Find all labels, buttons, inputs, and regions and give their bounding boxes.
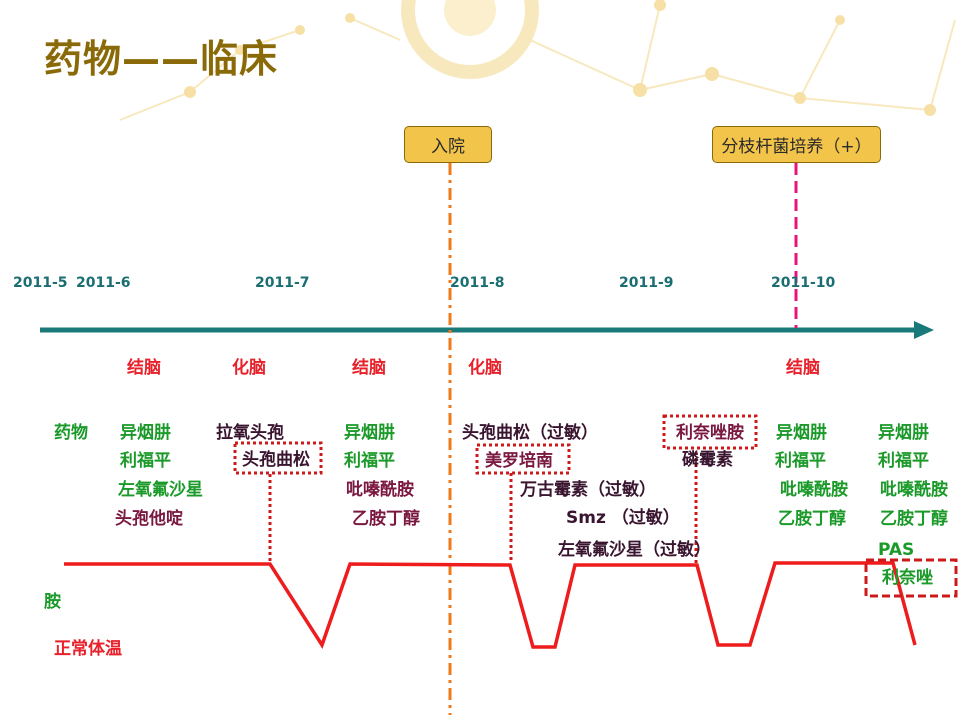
drug-label: 利福平 <box>775 451 826 471</box>
drug-label: 磷霉素 <box>682 450 733 470</box>
drug-label: 头孢他啶 <box>115 509 183 529</box>
phase-label: 结脑 <box>786 358 820 378</box>
drug-label: 利奈唑胺 <box>676 423 744 443</box>
drug-label: 利奈唑 <box>882 568 933 588</box>
drug-label: 头孢曲松 <box>242 450 310 470</box>
phase-label: 结脑 <box>127 358 161 378</box>
drug-label: 异烟肼 <box>120 423 171 443</box>
normal-temp-label: 正常体温 <box>54 639 122 659</box>
drug-label: 万古霉素（过敏） <box>520 480 656 500</box>
phase-label: 化脑 <box>468 358 502 378</box>
admission-badge: 入院 <box>404 126 492 163</box>
drugs-row-label: 药物 <box>54 423 88 443</box>
date-label: 2011-5 <box>13 275 68 291</box>
highlight-box-linezolid-1 <box>662 414 758 450</box>
slide-title: 药物——临床 <box>44 37 279 81</box>
drug-label: 异烟肼 <box>878 423 929 443</box>
phase-label: 结脑 <box>352 358 386 378</box>
drug-label: 吡嗪酰胺 <box>880 480 948 500</box>
drug-label: 美罗培南 <box>485 451 553 471</box>
drug-label: 利福平 <box>878 451 929 471</box>
drug-label: Smz （过敏） <box>566 508 680 528</box>
drug-label: 吡嗪酰胺 <box>780 480 848 500</box>
highlight-box-linezolid-2 <box>864 558 958 598</box>
drug-label: 异烟肼 <box>344 423 395 443</box>
temperature-curve <box>64 561 917 649</box>
amine-row-label: 胺 <box>44 592 61 612</box>
drug-label: 头孢曲松（过敏） <box>462 423 598 443</box>
culture-badge: 分枝杆菌培养（+） <box>712 126 881 163</box>
drug-label: PAS <box>878 540 915 560</box>
drug-label: 乙胺丁醇 <box>352 509 420 529</box>
phase-label: 化脑 <box>232 358 266 378</box>
date-label: 2011-9 <box>619 275 674 291</box>
drug-label: 异烟肼 <box>776 423 827 443</box>
date-label: 2011-10 <box>771 275 836 291</box>
date-label: 2011-7 <box>255 275 310 291</box>
highlight-box-ceftriaxone <box>233 441 323 475</box>
drug-label: 吡嗪酰胺 <box>346 480 414 500</box>
drug-label: 乙胺丁醇 <box>880 509 948 529</box>
drug-label: 利福平 <box>344 451 395 471</box>
drug-label: 利福平 <box>120 451 171 471</box>
date-label: 2011-6 <box>76 275 131 291</box>
drug-label: 拉氧头孢 <box>216 423 284 443</box>
date-label: 2011-8 <box>450 275 505 291</box>
drug-label: 左氧氟沙星（过敏） <box>558 540 711 560</box>
drug-label: 左氧氟沙星 <box>118 480 203 500</box>
timeline-arrow-icon <box>914 321 934 339</box>
drug-label: 乙胺丁醇 <box>778 509 846 529</box>
